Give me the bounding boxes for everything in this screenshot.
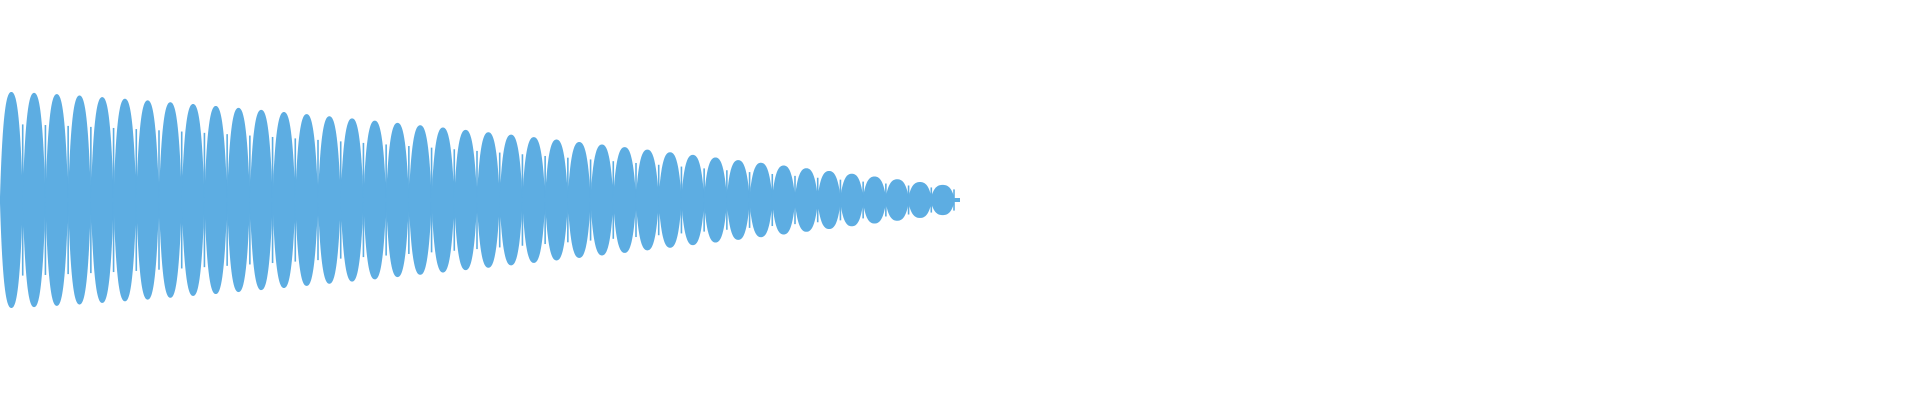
waveform-center-line <box>0 198 960 202</box>
